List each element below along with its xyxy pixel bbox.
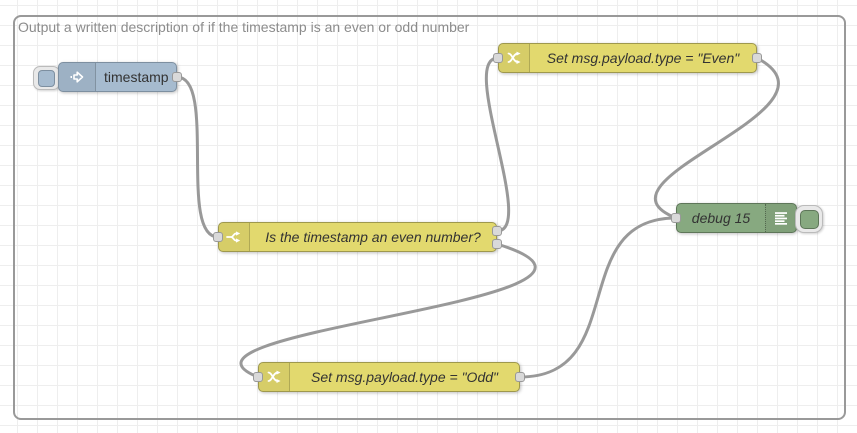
node-switch-is-even[interactable]: Is the timestamp an even number? — [218, 222, 497, 252]
wire-set-odd-to-debug[interactable] — [518, 216, 678, 379]
port-input-set-even[interactable] — [493, 53, 503, 63]
wire-switch-to-set-even[interactable] — [484, 56, 511, 233]
port-output-timestamp[interactable] — [172, 72, 182, 82]
node-label: Set msg.payload.type = "Odd" — [311, 369, 498, 385]
node-debug-15[interactable]: debug 15 — [676, 203, 797, 233]
inject-arrow-icon — [59, 63, 96, 91]
inject-trigger-button[interactable] — [33, 66, 60, 90]
port-output-set-even[interactable] — [752, 53, 762, 63]
port-input-debug[interactable] — [671, 213, 681, 223]
node-change-set-even[interactable]: Set msg.payload.type = "Even" — [498, 43, 757, 73]
inject-trigger-button-inner — [38, 69, 55, 87]
wire-timestamp-to-switch[interactable] — [175, 75, 220, 239]
node-label: Set msg.payload.type = "Even" — [546, 50, 740, 66]
wire-switch-to-set-odd[interactable] — [239, 242, 537, 379]
debug-toggle-button[interactable] — [795, 205, 823, 233]
port-input-switch[interactable] — [213, 232, 223, 242]
change-shuffle-icon — [499, 44, 530, 72]
port-input-set-odd[interactable] — [253, 372, 263, 382]
switch-fork-icon — [219, 223, 250, 251]
flow-group-outline[interactable] — [13, 15, 846, 420]
group-comment-label: Output a written description of if the t… — [18, 19, 470, 35]
wire-set-even-to-debug[interactable] — [654, 56, 780, 220]
port-output-switch-1[interactable] — [492, 226, 502, 236]
change-shuffle-icon — [259, 363, 290, 391]
debug-toggle-button-inner — [799, 209, 819, 229]
port-output-set-odd[interactable] — [515, 372, 525, 382]
node-change-set-odd[interactable]: Set msg.payload.type = "Odd" — [258, 362, 520, 392]
debug-list-icon — [765, 204, 796, 232]
node-label: timestamp — [104, 69, 169, 85]
node-label: debug 15 — [691, 210, 751, 226]
node-timestamp-inject[interactable]: timestamp — [58, 62, 177, 92]
node-label: Is the timestamp an even number? — [265, 229, 481, 245]
port-output-switch-2[interactable] — [492, 239, 502, 249]
